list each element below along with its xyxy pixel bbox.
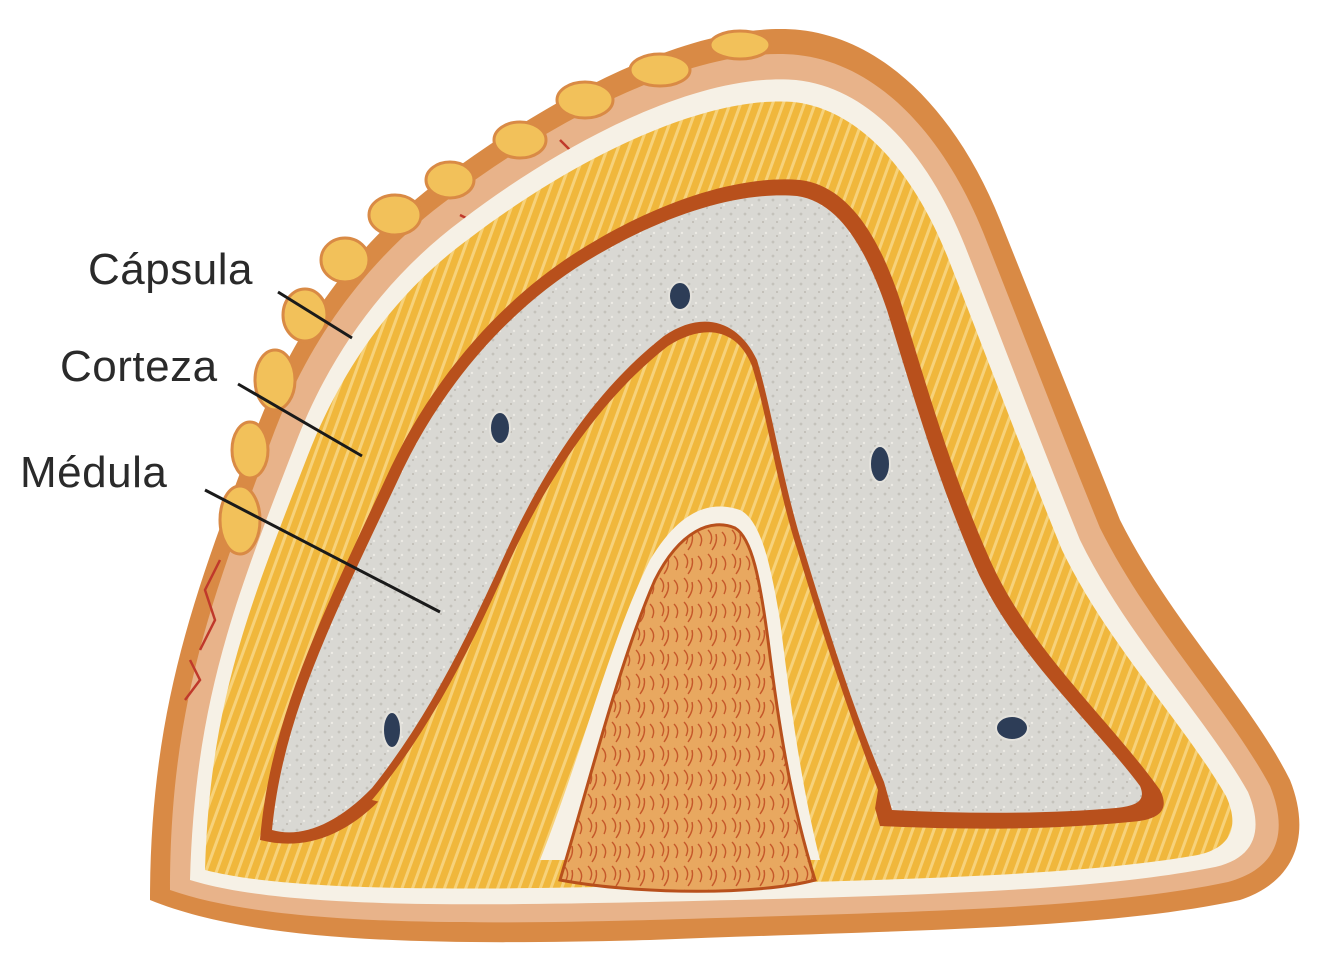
label-capsula: Cápsula — [88, 248, 253, 292]
label-medula: Médula — [20, 451, 167, 495]
label-corteza: Corteza — [60, 345, 218, 389]
